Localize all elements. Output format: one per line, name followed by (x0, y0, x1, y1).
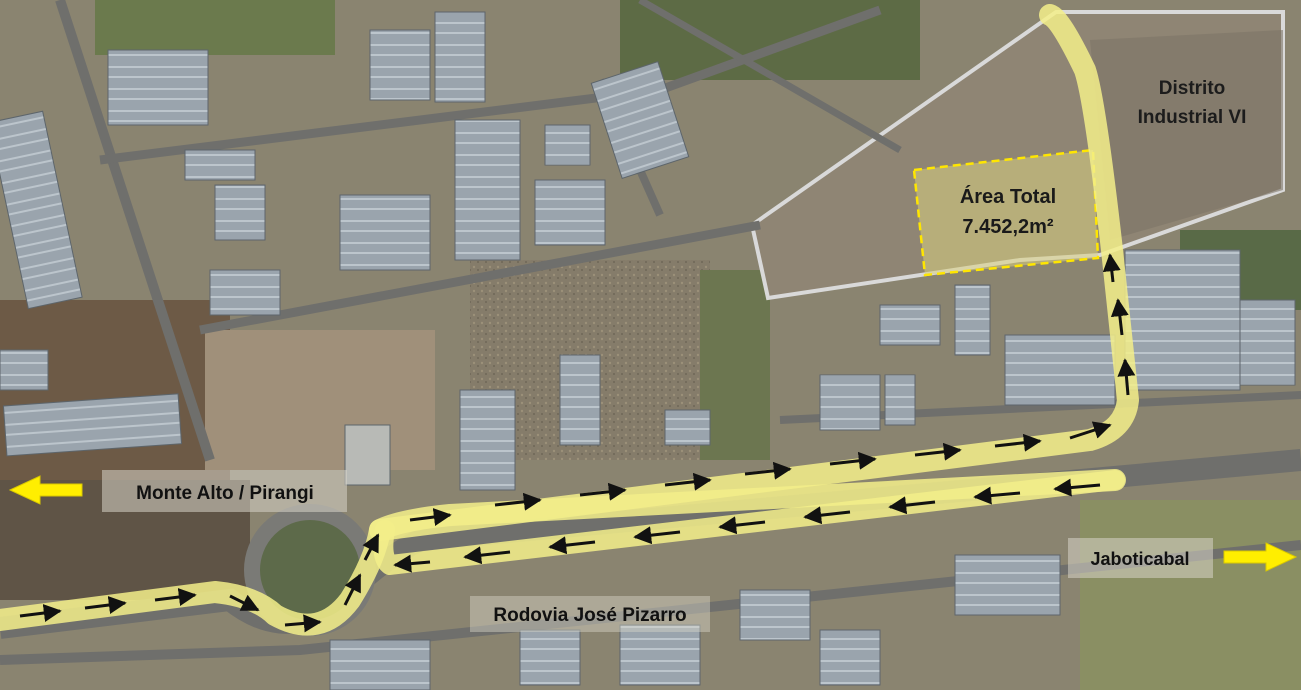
route-arrow-icon (718, 516, 766, 535)
route-arrow-icon (1102, 253, 1121, 283)
arrow-right-icon (1223, 542, 1298, 572)
vegetation-mid (700, 270, 770, 460)
district-label-line2: Industrial VI (1138, 107, 1247, 128)
route-arrow-icon (633, 526, 681, 545)
route-arrow-icon (664, 472, 712, 491)
route-arrow-icon (1053, 478, 1101, 497)
highway-label-backdrop (470, 596, 710, 632)
route-arrow-icon (973, 486, 1021, 505)
route-arrow-icon (1117, 358, 1136, 396)
east-label-backdrop (1068, 538, 1213, 578)
total-area-label-line2: 7.452,2m² (962, 216, 1054, 238)
field-top-left (95, 0, 335, 55)
route-arrows (19, 253, 1136, 633)
highway-label: Rodovia José Pizarro (493, 605, 686, 626)
route-arrow-icon (409, 508, 452, 526)
field-right-bottom (1080, 500, 1301, 690)
route-arrow-icon (494, 492, 542, 511)
east-direction-label: Jaboticabal (1090, 549, 1189, 569)
field-center-dirt (205, 330, 435, 470)
district-label-line1: Distrito (1159, 78, 1226, 99)
route-arrow-icon (744, 461, 792, 480)
route-arrow-icon (284, 614, 322, 633)
total-area-parcel (912, 148, 1100, 277)
route-arrow-icon (229, 594, 260, 612)
route-arrow-icon (994, 433, 1042, 452)
west-label-backdrop (102, 470, 347, 512)
route-arrow-icon (463, 546, 511, 565)
route-arrow-icon (888, 496, 936, 515)
route-arrow-icon (1110, 298, 1129, 336)
buildings (0, 11, 1296, 690)
route-arrow-icon (548, 536, 596, 555)
route-arrow-icon (829, 451, 877, 470)
route-arrow-icon (362, 533, 380, 561)
route-arrow-icon (154, 588, 197, 606)
arrow-left-icon (8, 475, 83, 505)
route-arrow-icon (914, 442, 962, 461)
route-arrow-icon (343, 573, 362, 606)
route-arrow-icon (393, 554, 431, 573)
route-arrow-icon (803, 506, 851, 525)
district-texture (1090, 30, 1283, 240)
route-arrow-icon (19, 604, 62, 622)
route-arrow-icon (579, 482, 627, 501)
total-area-label-line1: Área Total (960, 185, 1056, 208)
west-direction-label: Monte Alto / Pirangi (136, 483, 314, 504)
route-arrow-icon (1069, 421, 1112, 440)
route-arrow-icon (84, 596, 127, 614)
